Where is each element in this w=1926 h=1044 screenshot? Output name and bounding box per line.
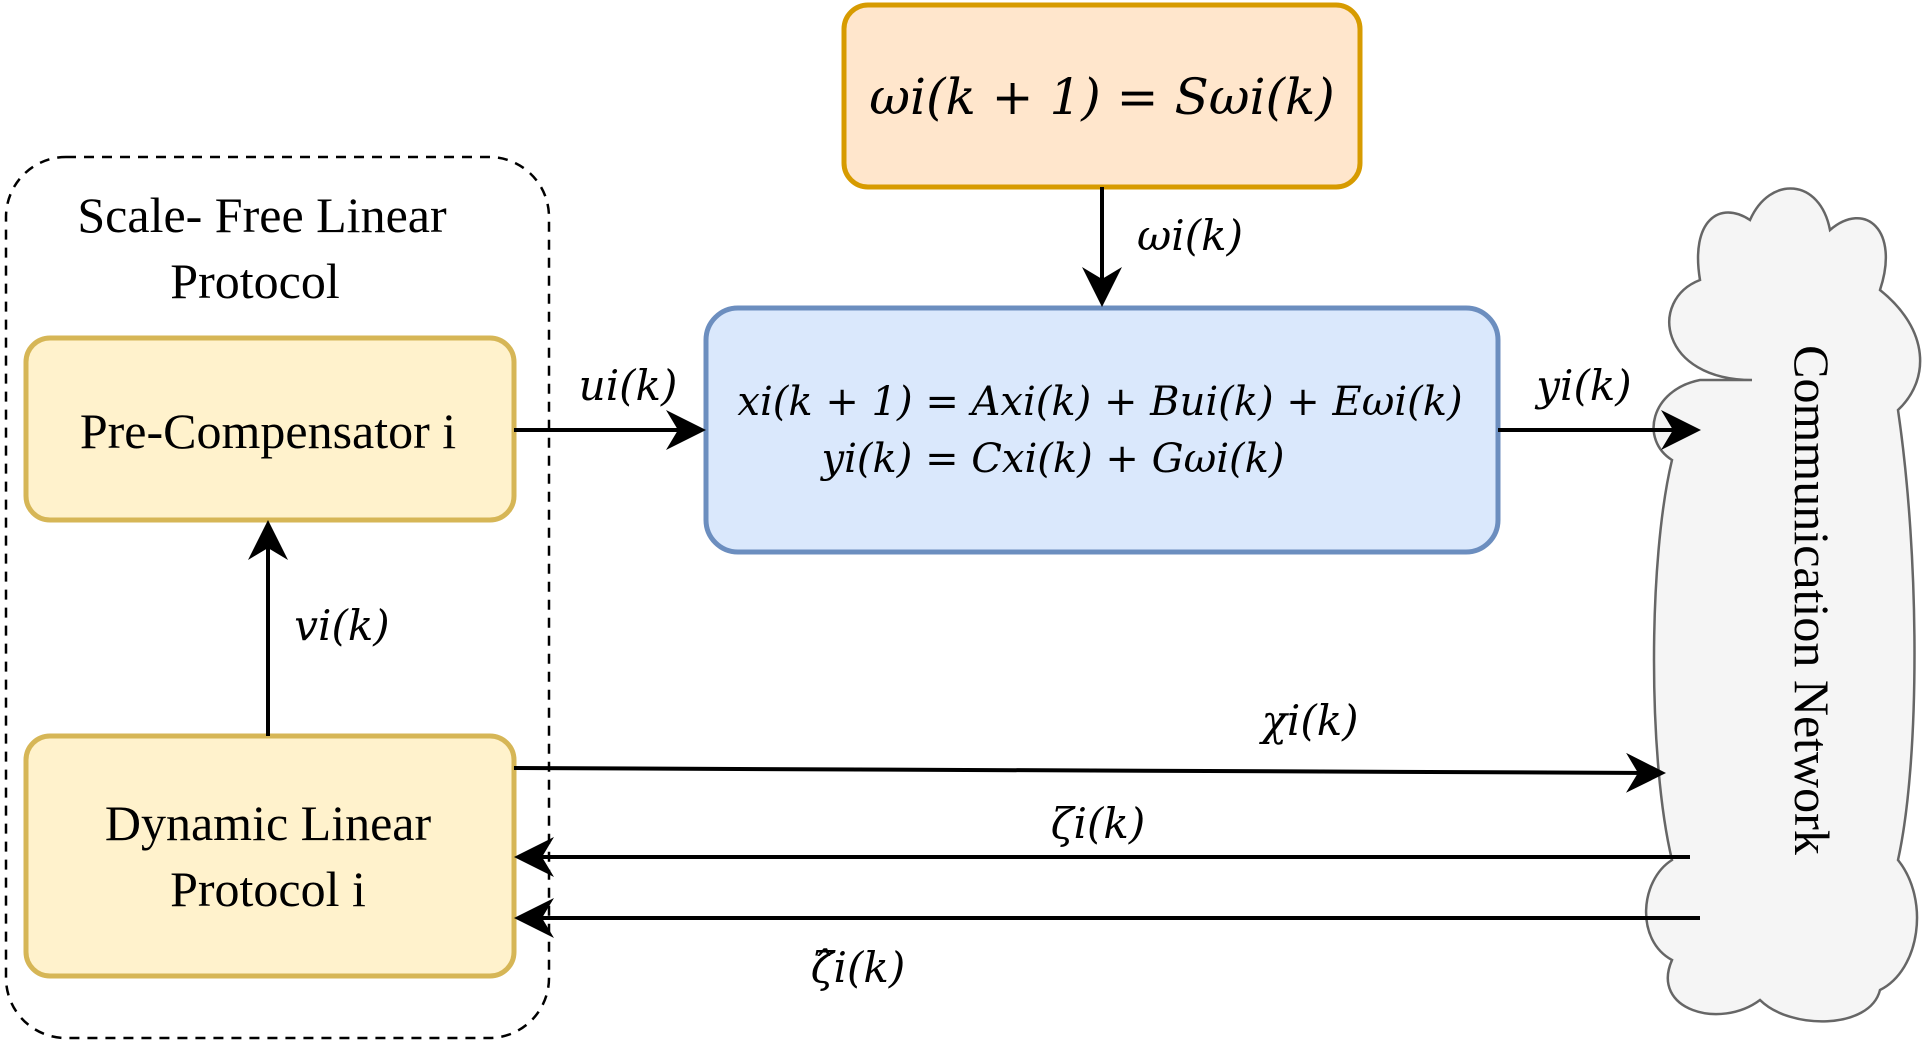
zeta-hat-label: ζ̂i(k) (811, 943, 905, 992)
communication-network-cloud (1644, 187, 1922, 1023)
protocol-group-border (4, 155, 551, 1040)
zeta-label: ζi(k) (1051, 799, 1145, 848)
chi-arrow (513, 752, 1666, 793)
u-label: ui(k) (579, 361, 678, 410)
plant-state-equation: xi(k + 1) = Axi(k) + Bui(k) + Eωi(k) (737, 379, 1462, 425)
plant-block (703, 305, 1501, 555)
protocol-group-title-line2: Protocol (170, 253, 339, 309)
chi-label: χi(k) (1258, 696, 1358, 745)
omega-label: ωi(k) (1137, 211, 1243, 260)
protocol-group-title-line1: Scale- Free Linear (77, 187, 447, 243)
dynamic-protocol-label-line2: Protocol i (170, 861, 366, 917)
dynamic-protocol-label-line1: Dynamic Linear (105, 795, 432, 851)
communication-network-label: Communication Network (1784, 345, 1840, 855)
v-label: vi(k) (294, 601, 389, 650)
pre-compensator-label: Pre-Compensator i (80, 403, 456, 459)
plant-output-equation: yi(k) = Cxi(k) + Gωi(k) (820, 436, 1285, 482)
exosystem-equation: ωi(k + 1) = Sωi(k) (869, 68, 1335, 126)
dynamic-linear-protocol-block (23, 733, 517, 979)
y-label: yi(k) (1534, 361, 1631, 410)
